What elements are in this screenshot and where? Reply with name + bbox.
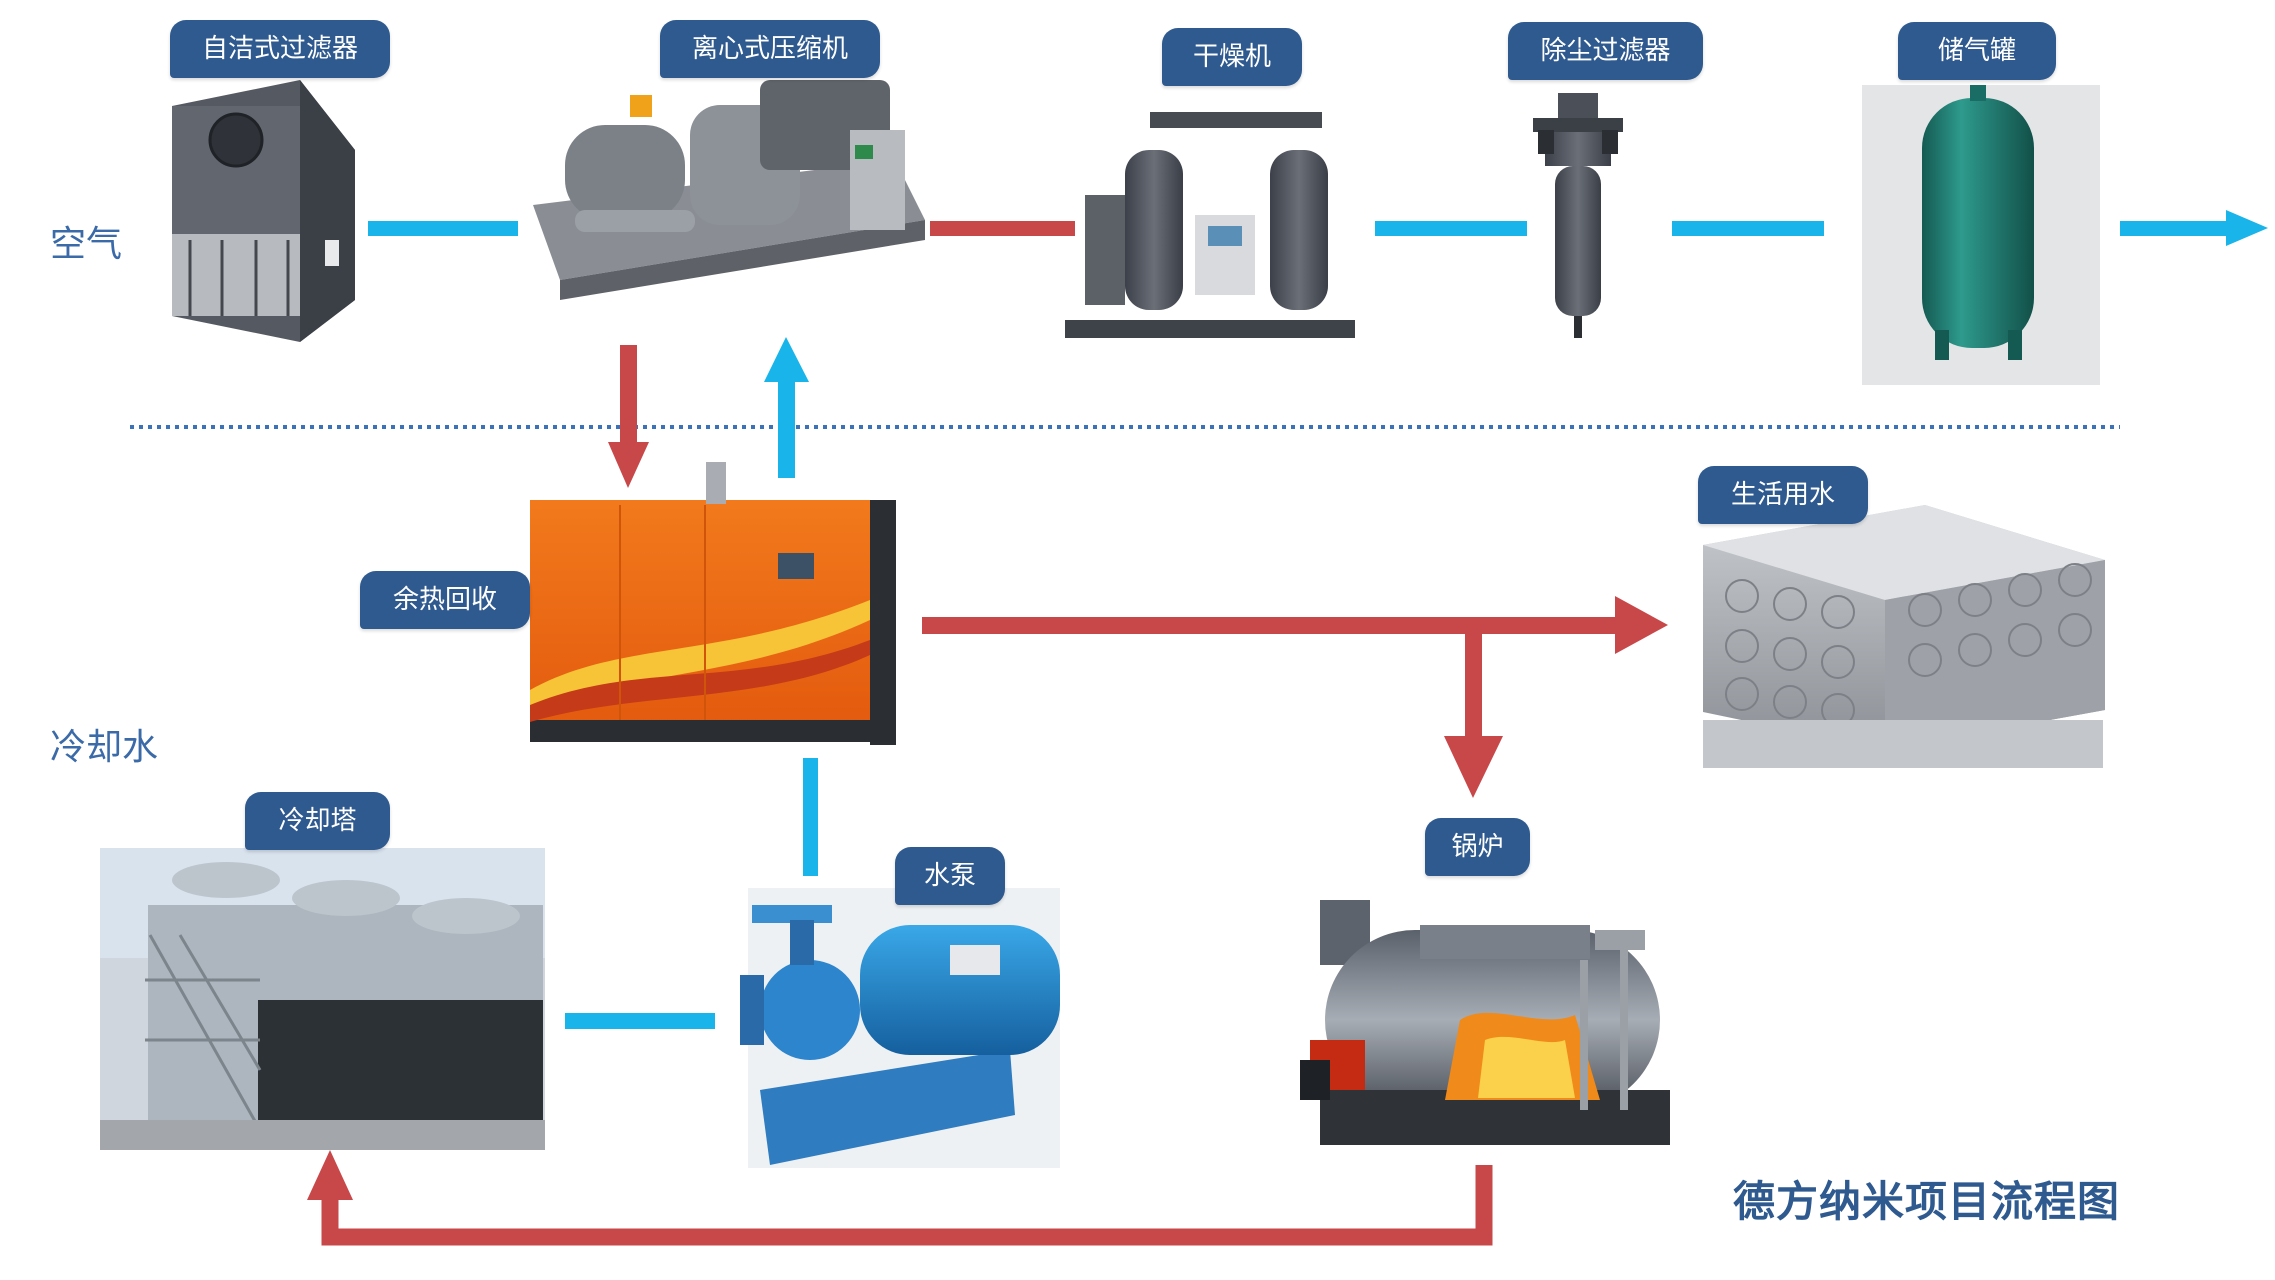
node-label-self-clean-filter: 自洁式过滤器	[170, 20, 390, 78]
node-label-domestic-water: 生活用水	[1698, 466, 1868, 524]
heat-recovery-image	[530, 462, 896, 745]
flow-boiler-return-arrowhead	[307, 1150, 353, 1200]
flow-compressor-to-dryer	[930, 221, 1075, 236]
air-tank-image	[1862, 85, 2100, 385]
node-label-centrifugal-compressor: 离心式压缩机	[660, 20, 880, 78]
node-label-water-pump: 水泵	[895, 847, 1005, 905]
flow-boiler-return-loop	[321, 1165, 1493, 1246]
dust-filter-image	[1533, 93, 1623, 338]
node-label-heat-recovery: 余热回收	[360, 571, 530, 629]
flow-tank-out	[2120, 221, 2230, 236]
flow-compressor-to-recovery	[620, 345, 637, 447]
flow-recovery-to-compressor-arrowhead	[764, 337, 809, 382]
flow-filter-to-compressor	[368, 221, 518, 236]
flow-recovery-to-domestic-water-arrowhead	[1615, 596, 1668, 654]
air-flow-lines	[368, 210, 2268, 246]
flow-tank-out-arrowhead	[2226, 210, 2268, 246]
flow-dryer-to-dust-filter	[1375, 221, 1527, 236]
section-label-air: 空气	[50, 224, 123, 265]
node-label-boiler: 锅炉	[1425, 818, 1530, 876]
diagram-title: 德方纳米项目流程图	[1733, 1177, 2121, 1226]
flow-branch-to-boiler-arrowhead	[1444, 736, 1503, 798]
dryer-image	[1065, 112, 1355, 338]
node-label-cooling-tower: 冷却塔	[245, 792, 390, 850]
node-label-dryer: 干燥机	[1162, 28, 1302, 86]
flow-dust-filter-to-tank	[1672, 221, 1824, 236]
domestic-water-tank-image	[1703, 505, 2105, 768]
cooling-tower-image	[100, 848, 545, 1150]
centrifugal-compressor-image	[533, 80, 925, 300]
node-label-air-tank: 储气罐	[1898, 22, 2056, 80]
flow-tower-to-pump	[565, 1013, 715, 1029]
water-pump-image	[740, 888, 1060, 1168]
flow-recovery-to-compressor	[778, 378, 795, 478]
self-clean-filter-image	[172, 80, 355, 342]
flow-pump-to-recovery	[803, 758, 818, 876]
boiler-image	[1300, 900, 1670, 1145]
node-label-dust-filter: 除尘过滤器	[1508, 22, 1703, 80]
section-label-cooling-water: 冷却水	[50, 727, 159, 768]
flow-compressor-to-recovery-arrowhead	[608, 442, 649, 488]
flow-recovery-to-domestic-water	[922, 617, 1625, 634]
flow-branch-to-boiler	[1465, 625, 1482, 740]
